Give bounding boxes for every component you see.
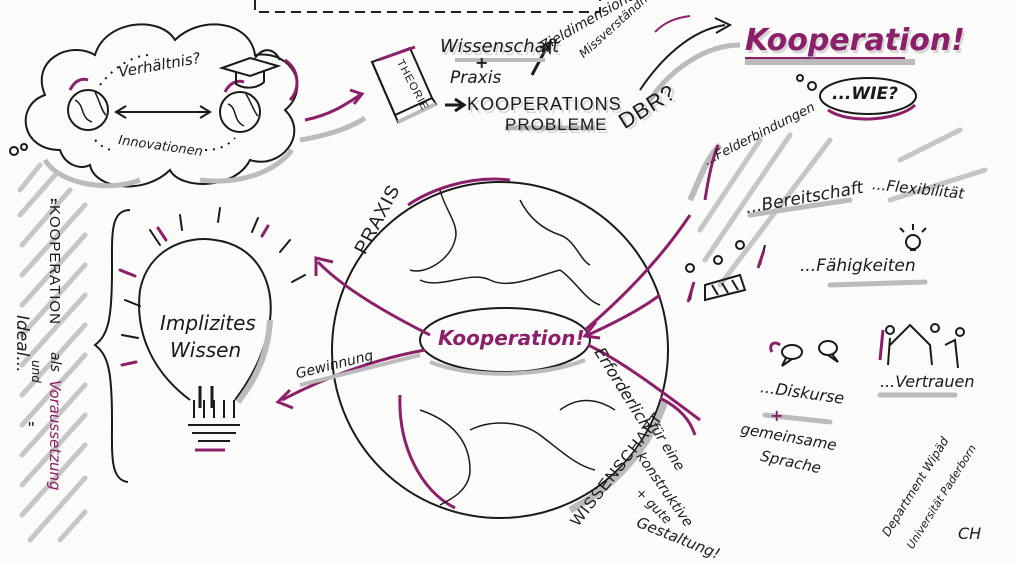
quote-als: als (47, 352, 63, 372)
graduation-cap-icon (218, 56, 282, 78)
dbr-arrow (639, 24, 726, 91)
thought-cloud (9, 23, 299, 189)
quote-open: „ (50, 181, 59, 206)
cloud-to-book-arrow (304, 93, 361, 122)
quote-close: " (28, 419, 36, 439)
arrow-to-bulb (316, 260, 431, 337)
factor-plus: + (770, 406, 784, 425)
wie-bubble-text: ...WIE? (832, 84, 898, 104)
speech-bubble-icons (769, 340, 839, 367)
book-icon (370, 45, 438, 124)
bulb-text-line2: Wissen (170, 338, 242, 362)
quote-ideal: Ideal... (12, 315, 32, 373)
factor-faehigkeiten: ...Fähigkeiten (800, 256, 916, 276)
header-kooperations: KOOPERATIONS (467, 94, 622, 114)
left-shading (17, 162, 88, 543)
trust-people-icon (885, 323, 965, 369)
quote-kooperation: KOOPERATION (46, 205, 63, 325)
top-dashed-box (254, 0, 601, 13)
converging-arrows (582, 214, 701, 422)
curly-brace (93, 209, 131, 483)
credit-signature: CH (958, 524, 982, 543)
header-wissenschaft: Wissenschaft (440, 36, 560, 57)
header-plus: + (475, 53, 489, 72)
bulb-rays (121, 207, 306, 339)
globe-center-label: Kooperation! (438, 326, 585, 350)
factor-vertrauen: ...Vertrauen (880, 372, 975, 391)
header-praxis: Praxis (450, 68, 502, 88)
small-lightbulb-icon (899, 224, 927, 251)
quote-voraussetzung: Voraussetzung (46, 380, 64, 491)
lightbulb-icon (138, 238, 273, 452)
header-probleme: PROBLEME (505, 115, 608, 134)
kooperation-title: Kooperation! (745, 23, 965, 58)
globe-icon (331, 177, 669, 519)
bulb-text-line1: Implizites (160, 311, 256, 335)
people-doodles (685, 240, 766, 302)
